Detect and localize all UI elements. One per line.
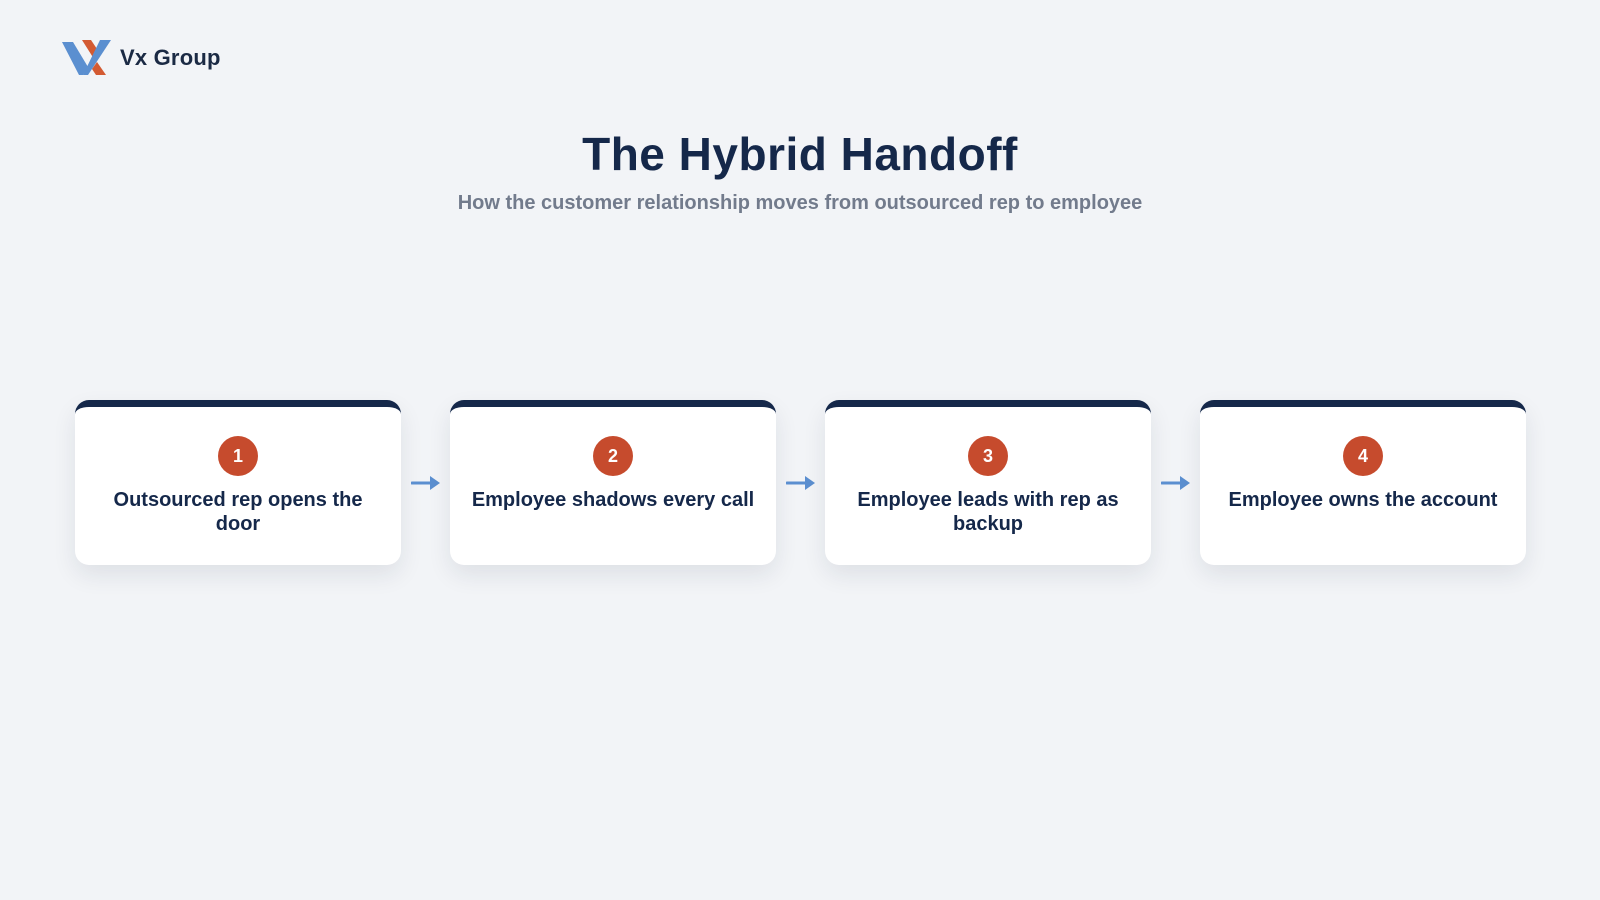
page-title: The Hybrid Handoff <box>582 128 1018 180</box>
brand-name: Vx Group <box>120 45 221 70</box>
arrow-right-icon <box>785 475 815 490</box>
step-number-badge: 1 <box>218 436 258 476</box>
step-card-2: 2 Employee shadows every call <box>450 400 776 565</box>
step-number-badge: 3 <box>968 436 1008 476</box>
step-card-3: 3 Employee leads with rep as backup <box>825 400 1151 565</box>
page-header: The Hybrid Handoff How the customer rela… <box>0 128 1600 215</box>
arrow-right-icon <box>410 475 440 490</box>
step-number-badge: 4 <box>1343 436 1383 476</box>
step-card-1: 1 Outsourced rep opens the door <box>75 400 401 565</box>
page-subtitle: How the customer relationship moves from… <box>457 191 1143 214</box>
step-label: Employee shadows every call <box>471 489 755 511</box>
arrow-right-icon <box>1160 475 1190 490</box>
step-connector <box>776 400 825 565</box>
step-card-4: 4 Employee owns the account <box>1200 400 1526 565</box>
step-label: Outsourced rep opens the door <box>113 489 363 535</box>
step-label: Employee owns the account <box>1228 489 1498 511</box>
step-connector <box>401 400 450 565</box>
brand-logo: Vx Group <box>60 38 221 78</box>
vx-logo-icon <box>62 40 111 75</box>
step-number-badge: 2 <box>593 436 633 476</box>
step-connector <box>1151 400 1200 565</box>
step-label: Employee leads with rep as backup <box>857 489 1119 535</box>
handoff-flow: 1 Outsourced rep opens the door 2 Employ… <box>75 400 1526 565</box>
